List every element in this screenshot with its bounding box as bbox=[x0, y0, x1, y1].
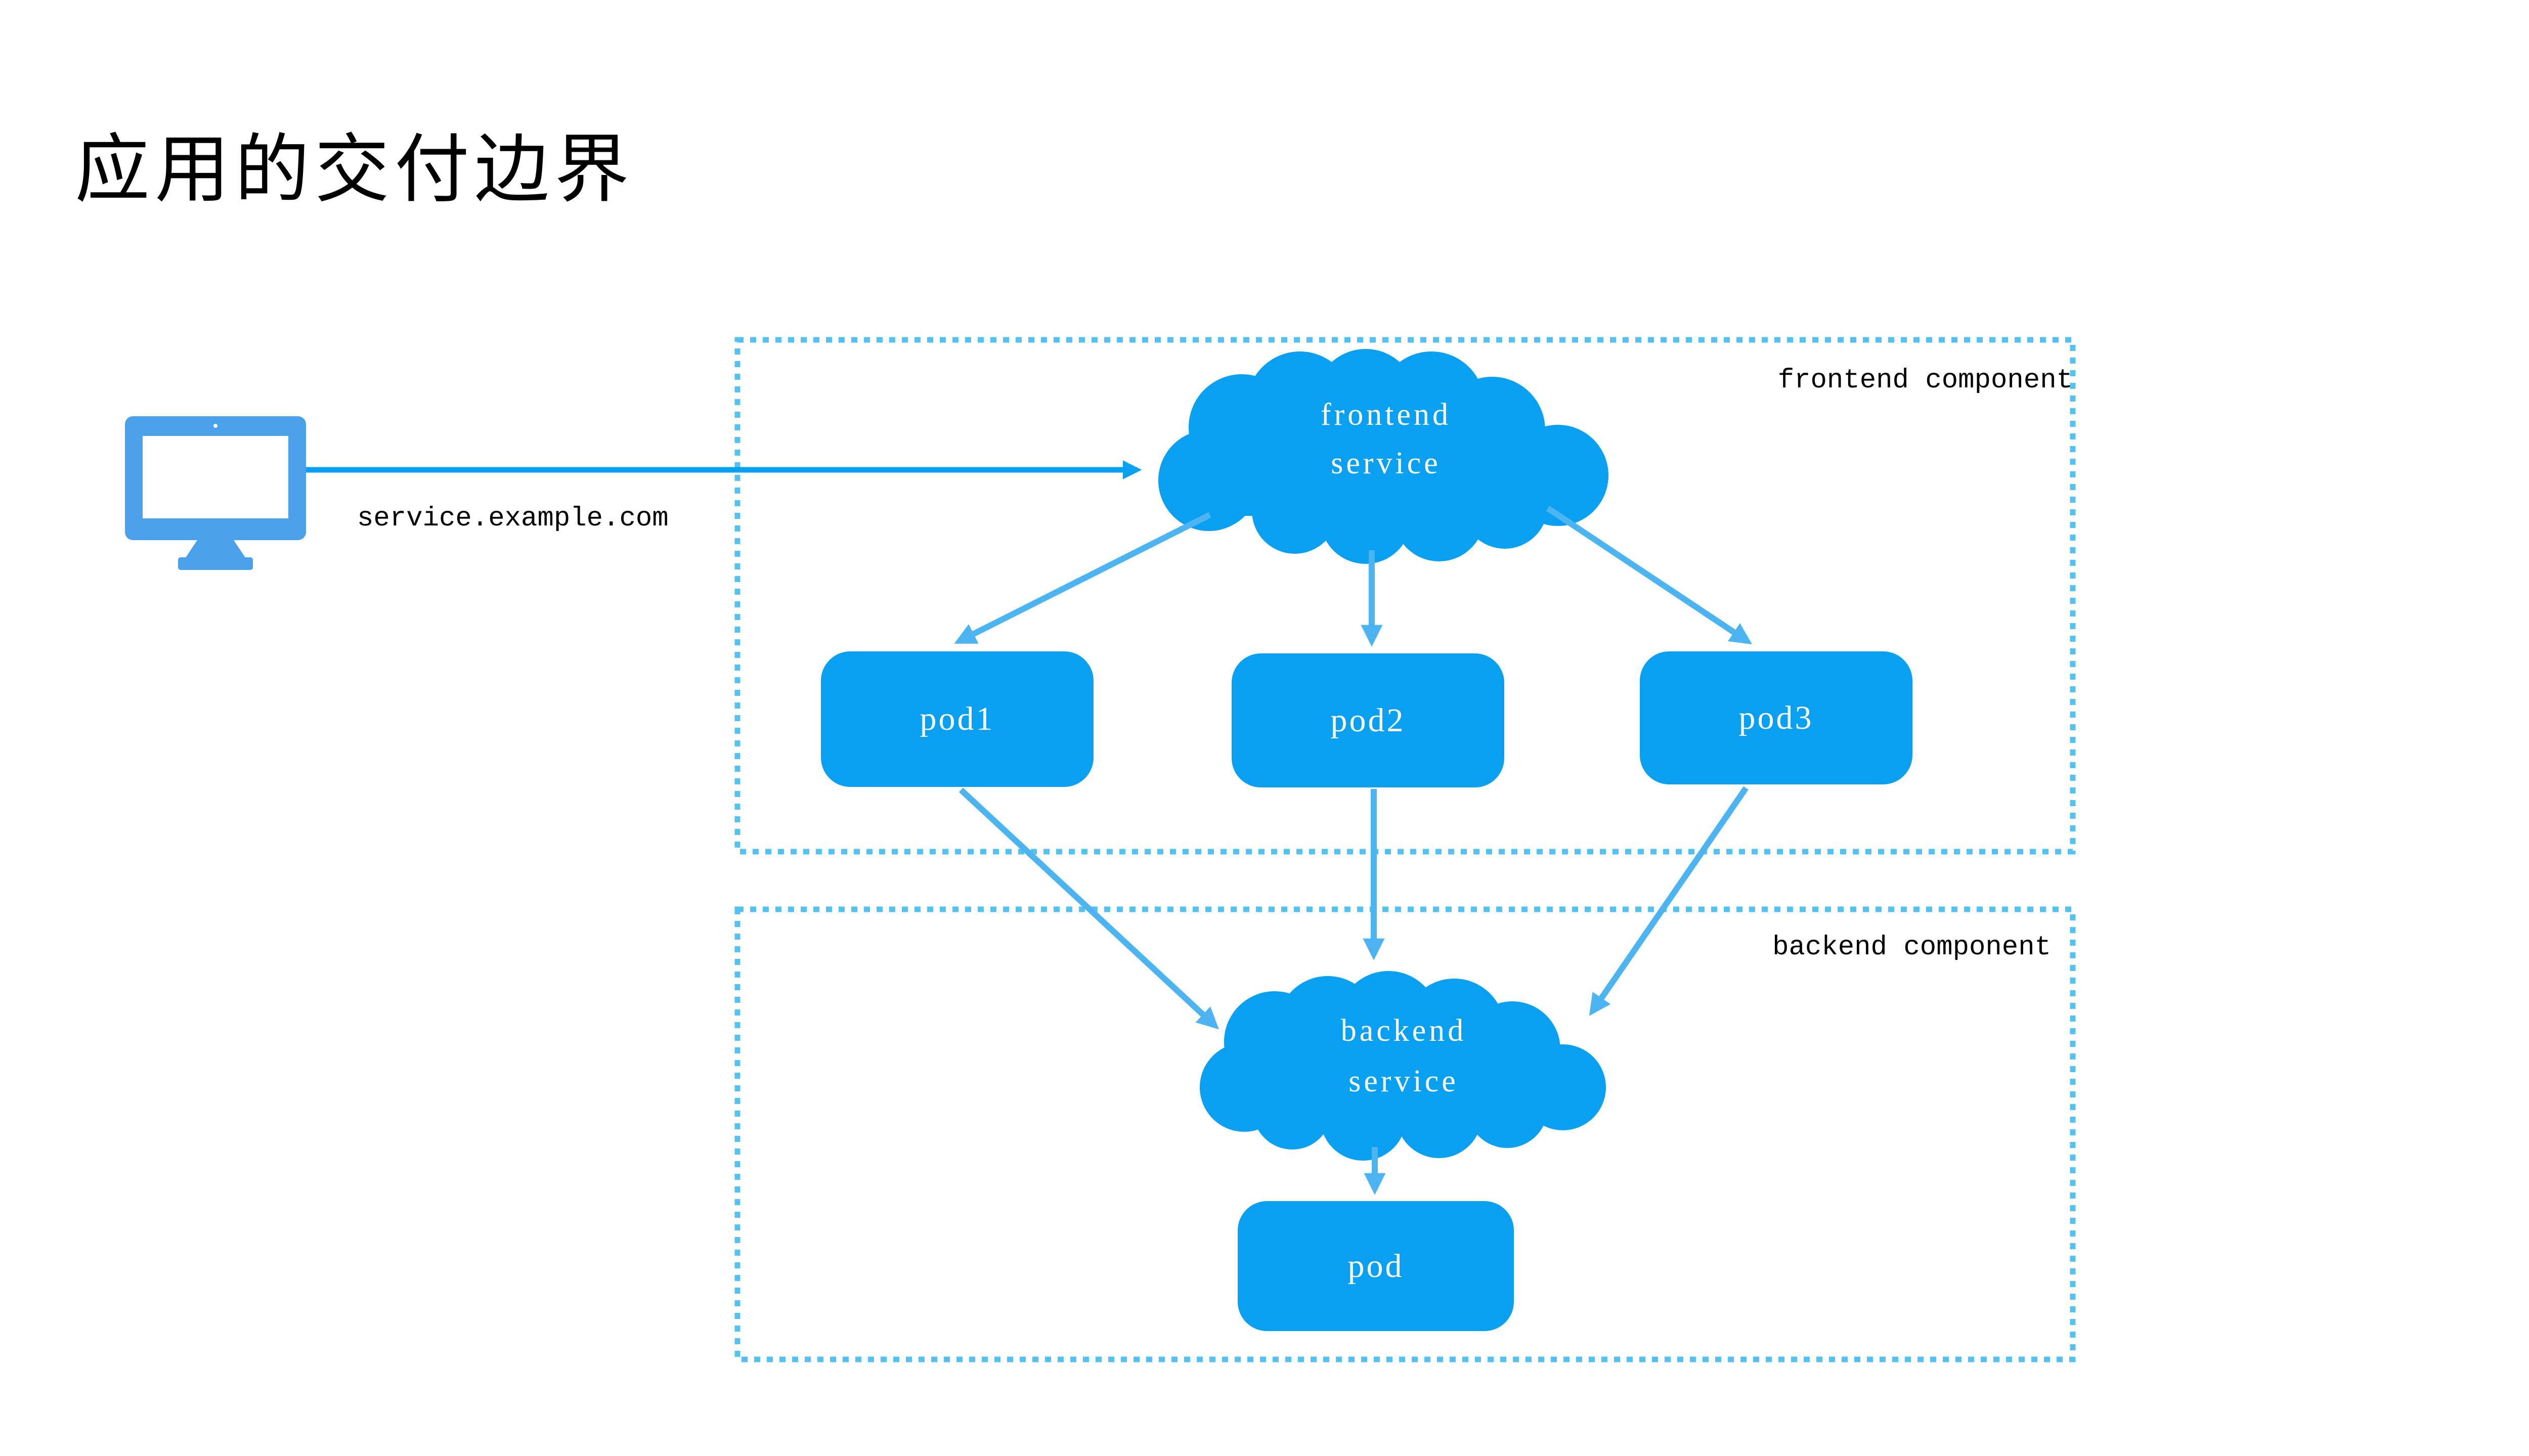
frontend-component-label: frontend component bbox=[1777, 365, 2073, 396]
backend-component-label: backend component bbox=[1772, 932, 2051, 963]
backend-service-line1: backend bbox=[1340, 1013, 1467, 1048]
arrow-pod3-to-backend-service bbox=[1589, 786, 1749, 1016]
frontend-service-cloud bbox=[1158, 349, 1608, 564]
backend-pod-label: pod bbox=[1347, 1247, 1404, 1285]
pod1-node: pod1 bbox=[821, 651, 1094, 787]
pod2-label: pod2 bbox=[1330, 701, 1406, 739]
pod1-label: pod1 bbox=[920, 700, 995, 737]
monitor-stand-base bbox=[178, 557, 253, 570]
backend-service-cloud bbox=[1200, 971, 1606, 1161]
monitor-screen bbox=[143, 436, 288, 518]
backend-pod-node: pod bbox=[1238, 1201, 1514, 1331]
backend-component-boundary bbox=[734, 906, 2076, 1362]
frontend-service-line2: service bbox=[1331, 446, 1441, 480]
arrow-frontend-service-to-pod1 bbox=[954, 512, 1211, 644]
monitor-camera-dot bbox=[213, 424, 217, 428]
pod2-node: pod2 bbox=[1232, 653, 1504, 787]
pod3-label: pod3 bbox=[1738, 699, 1814, 736]
page-title: 应用的交付边界 bbox=[75, 126, 634, 213]
arrow-frontend-service-to-pod3 bbox=[1546, 506, 1752, 644]
arrow-pod1-to-backend-service bbox=[958, 787, 1219, 1030]
backend-service-label: backend service bbox=[1199, 1005, 1608, 1107]
frontend-service-line1: frontend bbox=[1320, 398, 1452, 432]
frontend-service-label: frontend service bbox=[1158, 390, 1614, 488]
pod3-node: pod3 bbox=[1640, 651, 1912, 784]
backend-service-line2: service bbox=[1348, 1064, 1459, 1098]
service-url-label: service.example.com bbox=[357, 503, 669, 534]
